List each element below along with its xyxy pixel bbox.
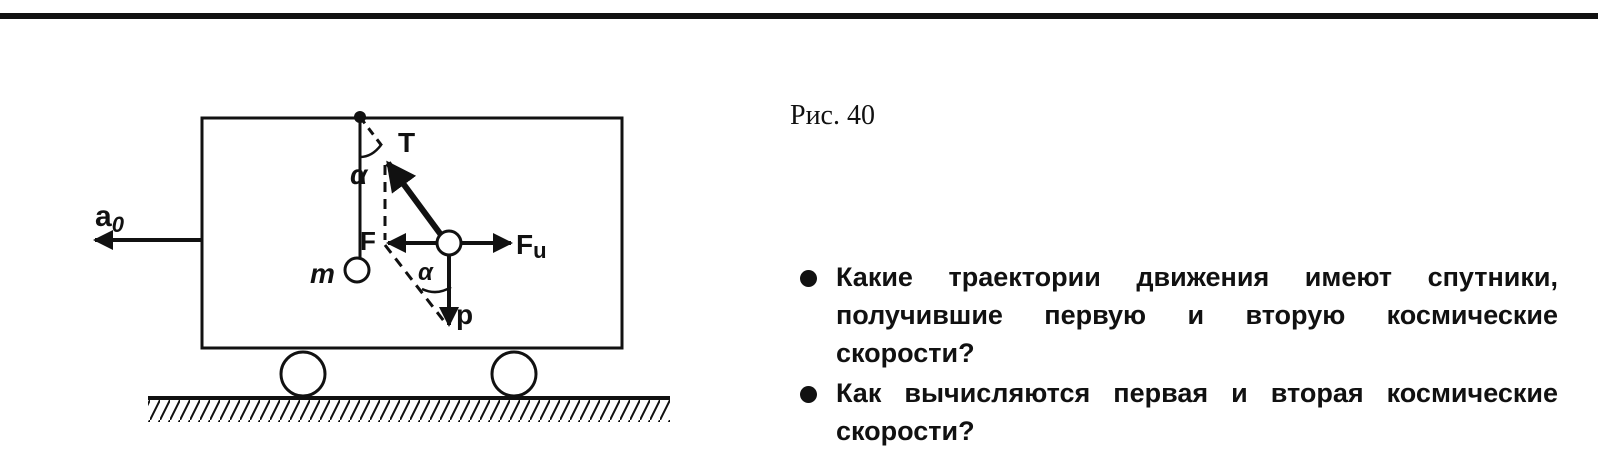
question-item: Какие траектории движения имеют спутники… (798, 258, 1558, 372)
physics-figure: a0 m α α T F Fu p (93, 111, 670, 422)
figure-caption: Рис. 40 (790, 100, 875, 131)
mass-label: m (310, 258, 335, 289)
angle-label-top: α (350, 159, 369, 190)
bullet-icon (800, 386, 817, 403)
question-item: Как вычисляются первая и вторая космичес… (798, 374, 1558, 450)
wheel-right (490, 350, 538, 398)
question-text: Как вычисляются первая и вторая космичес… (836, 378, 1558, 446)
deflected-bob (435, 229, 463, 257)
ground-hatch (148, 400, 670, 422)
top-rule (0, 13, 1598, 19)
question-list: Какие траектории движения имеют спутники… (798, 258, 1558, 452)
tension-label: T (398, 127, 415, 158)
acceleration-label: a0 (95, 200, 125, 237)
inertia-force-label: Fu (516, 229, 547, 263)
tension-arrow (385, 160, 450, 245)
deflected-dashed-line (358, 116, 387, 151)
bullet-icon (800, 270, 817, 287)
wheel-left (279, 350, 327, 398)
angle-arc-bottom (421, 285, 452, 294)
rest-mass (343, 256, 371, 284)
angle-label-bottom: α (418, 259, 434, 286)
question-text: Какие траектории движения имеют спутники… (836, 262, 1558, 368)
diagonal-dashed-helper (383, 244, 449, 326)
weight-label: p (456, 299, 473, 330)
angle-arc-top (359, 144, 382, 159)
resultant-force-label: F (360, 226, 376, 256)
wagon-body (200, 116, 624, 350)
